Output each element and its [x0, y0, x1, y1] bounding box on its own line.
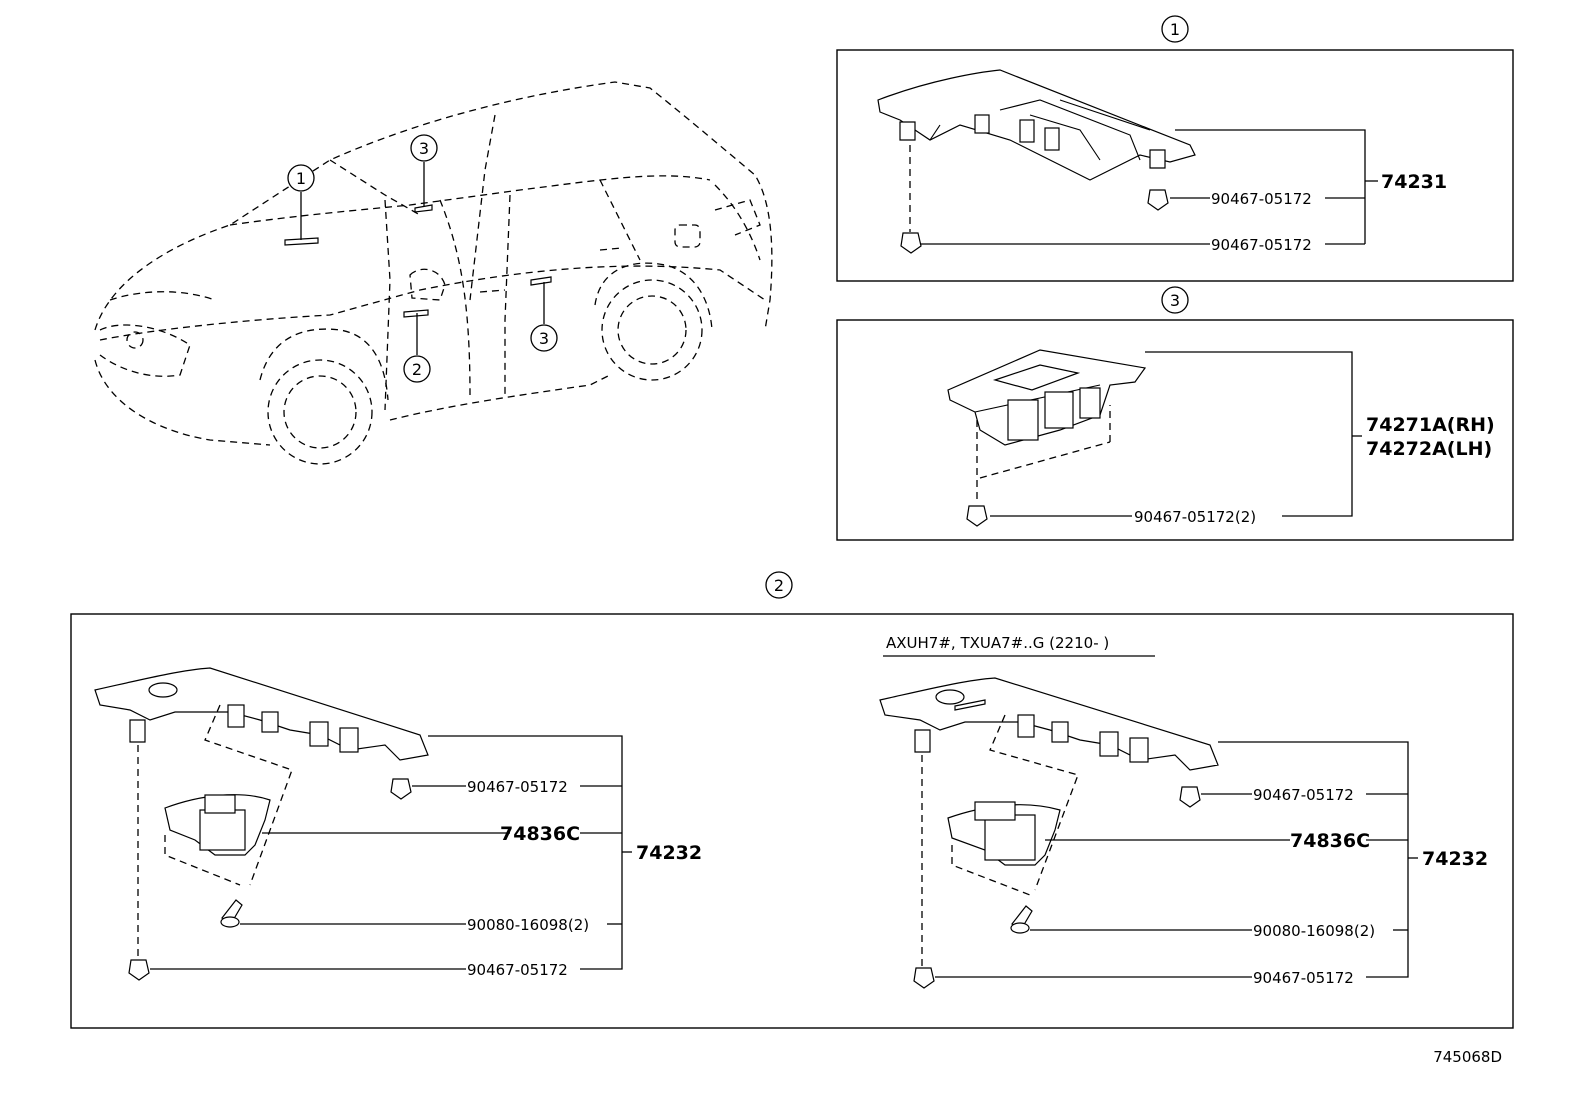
panel-2-right-clip-upper-label: 90467-05172 — [1253, 786, 1354, 804]
callout-3-vehicle-front: 3 — [410, 134, 438, 162]
callout-1-vehicle: 1 — [287, 164, 315, 192]
panel-2-left-switch-module — [164, 794, 271, 856]
panel-2-right-assembly-label: 74232 — [1422, 848, 1488, 870]
panel-1-assembly-label: 74231 — [1381, 171, 1447, 193]
panel-1-clip-lower-label: 90467-05172 — [1211, 236, 1312, 254]
panel-2-right-clip-lower-shape — [913, 967, 935, 989]
panel-2-left-assembly-label: 74232 — [636, 842, 702, 864]
panel-2-right-clip-lower-label: 90467-05172 — [1253, 969, 1354, 987]
panel-1-clip-upper-shape — [1147, 189, 1169, 211]
svg-text:3: 3 — [1170, 291, 1180, 310]
panel-2-right-screw-label: 90080-16098(2) — [1253, 922, 1375, 940]
callout-1-panel: 1 — [1161, 15, 1189, 43]
panel-2-left-clip-lower-label: 90467-05172 — [467, 961, 568, 979]
callout-3-vehicle-rear: 3 — [530, 324, 558, 352]
panel-2-left-switch-base — [94, 667, 429, 761]
panel-2-frame — [70, 613, 1514, 1029]
panel-2-left-clip-upper-shape — [390, 778, 412, 800]
panel-1-switch-base — [877, 69, 1196, 181]
panel-2-right-condition: AXUH7#, TXUA7#..G (2210- ) — [886, 634, 1109, 652]
vehicle-illustration — [94, 81, 773, 465]
svg-text:1: 1 — [1170, 20, 1180, 39]
svg-text:3: 3 — [539, 329, 549, 348]
panel-2-right-switch-label: 74836C — [1290, 830, 1370, 852]
panel-2-right-switch-base — [879, 677, 1219, 771]
panel-1-clip-lower-shape — [900, 232, 922, 254]
callout-2-panel: 2 — [765, 571, 793, 599]
svg-text:3: 3 — [419, 139, 429, 158]
panel-2-right-switch-module — [947, 801, 1061, 866]
panel-1-frame — [836, 49, 1514, 282]
panel-2-left-clip-upper-label: 90467-05172 — [467, 778, 568, 796]
panel-2-left-switch-label: 74836C — [500, 823, 580, 845]
diagram-reference-code: 745068D — [1433, 1048, 1502, 1066]
panel-3-clip-label: 90467-05172(2) — [1134, 508, 1256, 526]
callout-3-panel: 3 — [1161, 286, 1189, 314]
panel-3-assembly-rh-label: 74271A(RH) — [1366, 414, 1495, 436]
panel-1-clip-upper-label: 90467-05172 — [1211, 190, 1312, 208]
panel-3-clip-shape — [966, 505, 988, 527]
svg-text:2: 2 — [412, 360, 422, 379]
panel-2-right-clip-upper-shape — [1179, 786, 1201, 808]
panel-3-switch-base — [947, 349, 1147, 446]
panel-2-left-clip-lower-shape — [128, 959, 150, 981]
panel-3-assembly-lh-label: 74272A(LH) — [1366, 438, 1492, 460]
panel-3-frame — [836, 319, 1514, 541]
svg-text:2: 2 — [774, 576, 784, 595]
svg-text:1: 1 — [296, 169, 306, 188]
callout-2-vehicle: 2 — [403, 355, 431, 383]
panel-2-left-screw-label: 90080-16098(2) — [467, 916, 589, 934]
